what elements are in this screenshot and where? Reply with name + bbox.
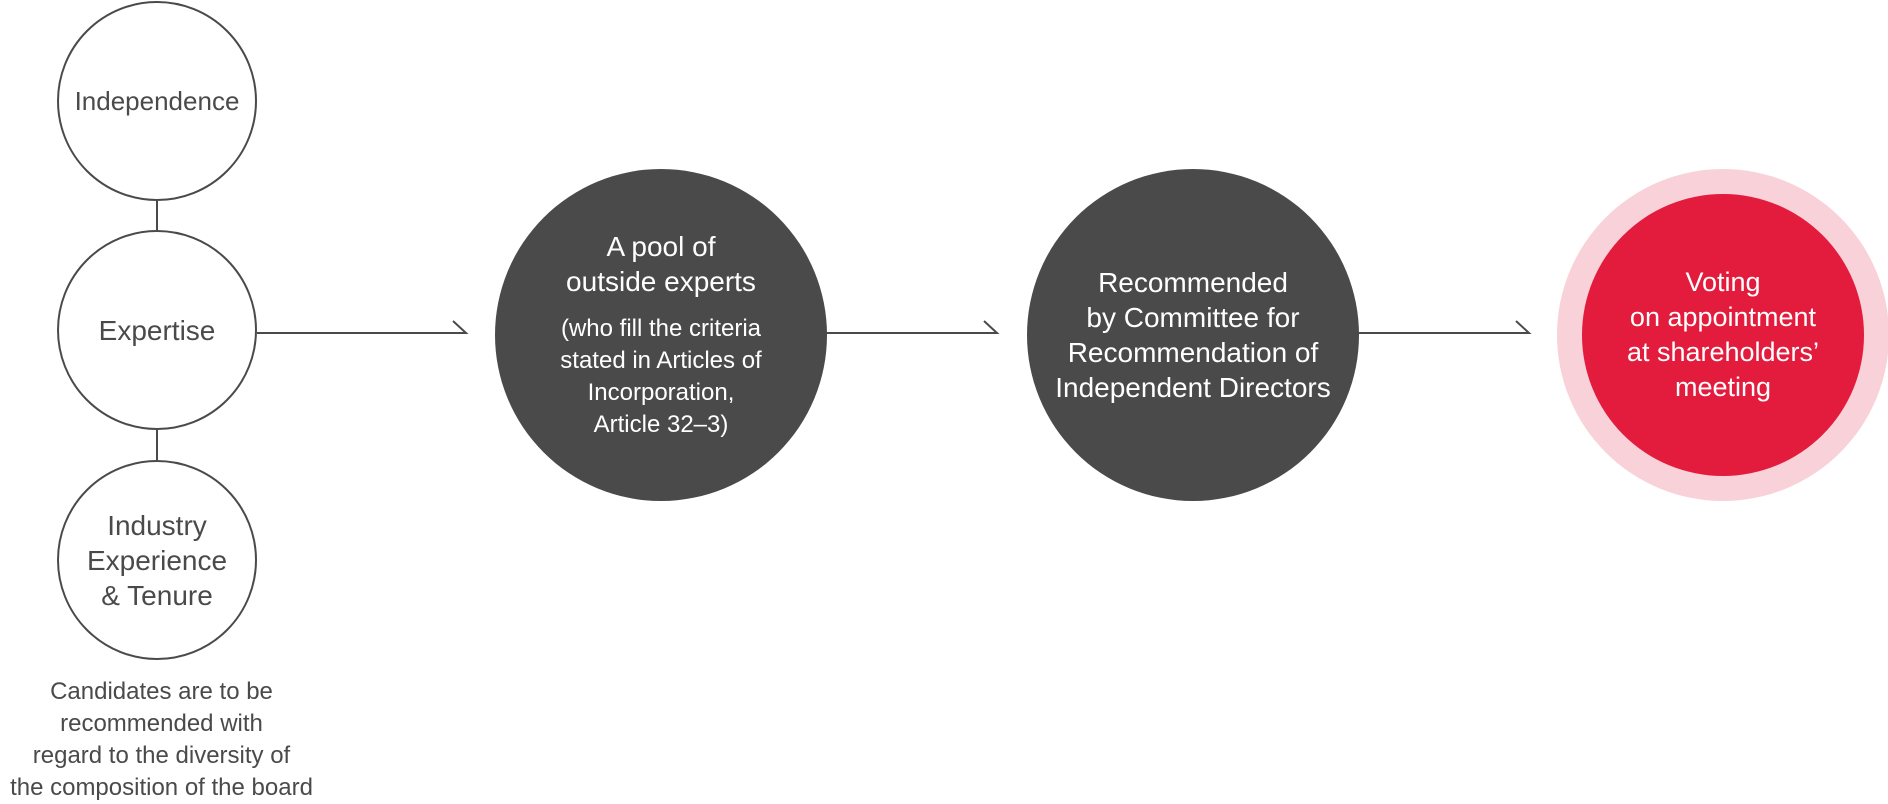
arrow-criteria-to-pool — [257, 320, 469, 334]
caption-line-1: Candidates are to be — [50, 678, 273, 705]
voting-line-3: at shareholders’ — [1626, 337, 1820, 367]
pool-note-line-4: Article 32–3) — [593, 411, 729, 438]
independence-label: Independence — [74, 85, 240, 116]
voting-line-1: Voting — [1685, 267, 1761, 297]
expert-pool-title: A pool of outside experts — [566, 229, 756, 299]
voting-line-4: meeting — [1674, 372, 1772, 402]
pool-title-line-1: A pool of — [606, 231, 716, 262]
committee-line-2: by Committee for — [1086, 302, 1300, 333]
expertise-label: Expertise — [98, 314, 216, 346]
industry-experience-tenure-circle: Industry Experience & Tenure — [57, 460, 257, 660]
expertise-circle: Expertise — [57, 230, 257, 430]
independence-circle: Independence — [57, 1, 257, 201]
pool-note-line-2: stated in Articles of — [560, 347, 762, 374]
arrow-pool-to-committee — [826, 320, 1000, 334]
committee-line-1: Recommended — [1098, 267, 1288, 298]
caption-line-3: regard to the diversity of — [32, 742, 291, 769]
industry-label-line-3: & Tenure — [101, 579, 213, 611]
expert-pool-circle: A pool of outside experts (who fill the … — [495, 169, 827, 501]
arrow-committee-to-voting — [1358, 320, 1532, 334]
committee-recommendation-circle: Recommended by Committee for Recommendat… — [1027, 169, 1359, 501]
diversity-caption: Candidates are to be recommended with re… — [0, 676, 323, 804]
committee-line-4: Independent Directors — [1055, 372, 1331, 403]
expert-pool-note: (who fill the criteria stated in Article… — [560, 313, 761, 441]
committee-line-3: Recommendation of — [1067, 337, 1319, 368]
voting-line-2: on appointment — [1629, 302, 1817, 332]
shareholders-voting-circle: Voting on appointment at shareholders’ m… — [1582, 194, 1864, 476]
caption-line-2: recommended with — [60, 710, 263, 737]
industry-label-line-1: Industry — [107, 509, 207, 541]
pool-note-line-1: (who fill the criteria — [560, 315, 762, 342]
pool-title-line-2: outside experts — [566, 266, 756, 297]
caption-line-4: the composition of the board — [10, 774, 313, 801]
pool-note-line-3: Incorporation, — [587, 379, 735, 406]
industry-label-line-2: Experience — [86, 544, 228, 576]
